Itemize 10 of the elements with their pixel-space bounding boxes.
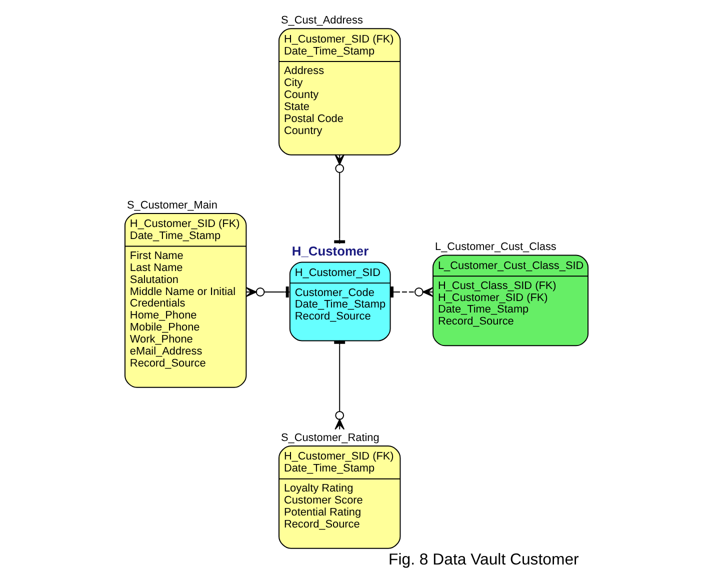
node-label: S_Customer_Rating xyxy=(280,432,379,444)
connector xyxy=(334,340,345,430)
node-label: L_Customer_Cust_Class xyxy=(434,241,556,254)
connector xyxy=(334,154,345,244)
node-label: H_Customer xyxy=(291,244,368,259)
node-label: S_Cust_Address xyxy=(280,14,362,27)
connector xyxy=(389,286,433,298)
connector xyxy=(245,286,290,298)
caption: Fig. 8 Data Vault Customer xyxy=(388,552,578,569)
node-label: S_Customer_Main xyxy=(126,199,217,212)
